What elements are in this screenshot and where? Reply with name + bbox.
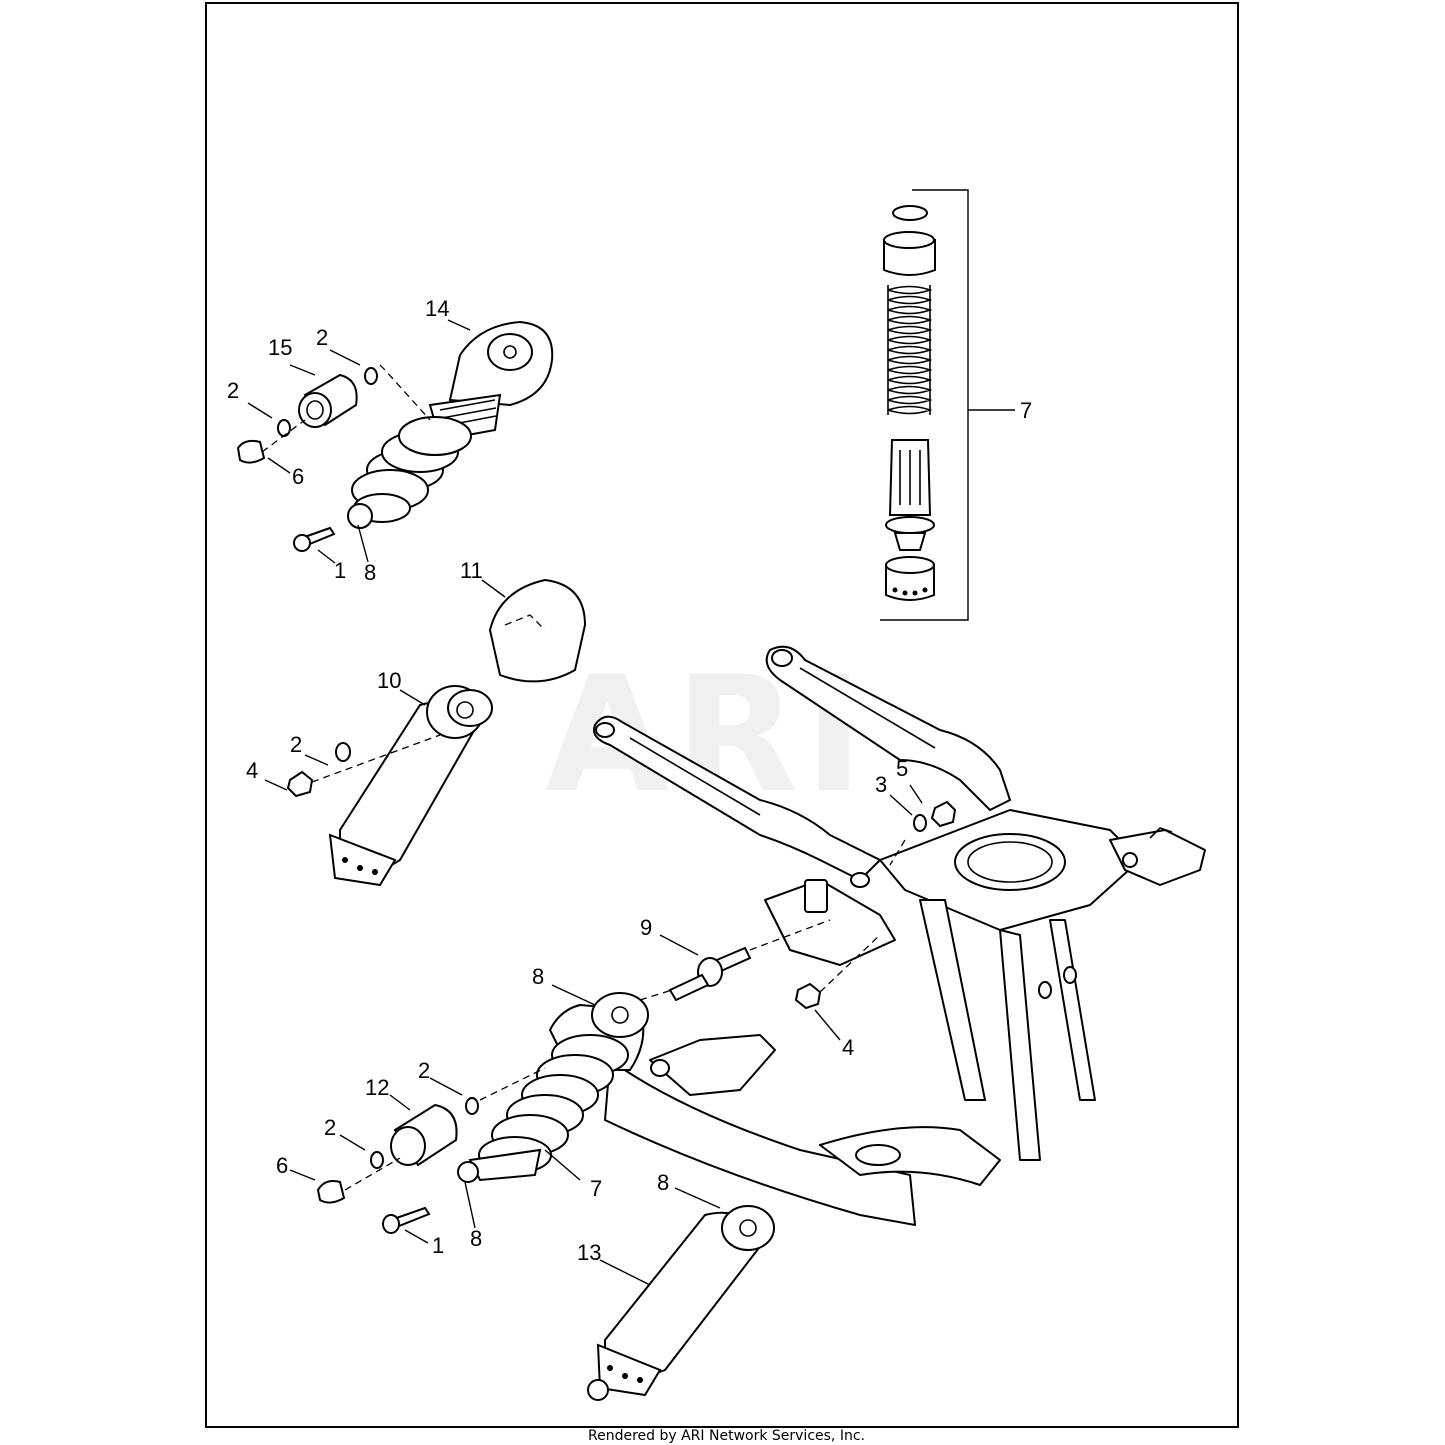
acorn-nut-icon	[316, 1180, 346, 1204]
nut-icon	[794, 982, 822, 1010]
callout-8: 8	[532, 964, 544, 989]
callout-14: 14	[425, 296, 449, 321]
spacer-15	[298, 373, 358, 428]
callout-7: 7	[590, 1176, 602, 1201]
callout-3: 3	[875, 772, 887, 797]
leader-lines	[247, 319, 923, 1286]
callout-labels: 14 15 2 2 6 1 8 11 10 2 4 7 3 5 9 4 8 2 …	[227, 296, 1032, 1265]
callout-2: 2	[290, 732, 302, 757]
callout-4: 4	[246, 758, 258, 783]
callout-11: 11	[460, 558, 483, 583]
callout-13: 13	[577, 1240, 601, 1265]
shock-kit-exploded-7	[883, 205, 936, 601]
callout-8: 8	[470, 1226, 482, 1251]
diagram-border	[205, 2, 1239, 1428]
washer-icon	[913, 814, 927, 832]
callout-6: 6	[292, 464, 304, 489]
shock-absorber-13	[587, 1205, 775, 1401]
shock-absorber-10	[328, 685, 493, 887]
washer-icon	[335, 742, 351, 762]
nut-icon	[286, 770, 314, 798]
callout-1: 1	[432, 1233, 444, 1258]
spring-coils	[887, 285, 933, 415]
callout-8: 8	[657, 1170, 669, 1195]
bolt-head-icon	[293, 534, 311, 552]
callout-5: 5	[896, 756, 908, 781]
washer-icon	[465, 1097, 479, 1115]
callout-2: 2	[316, 325, 328, 350]
callout-4: 4	[842, 1035, 854, 1060]
shock-assembly-7	[457, 992, 649, 1183]
nut-icon	[930, 800, 957, 828]
shock-assembly-14	[347, 320, 554, 529]
callout-8: 8	[364, 560, 376, 585]
callout-12: 12	[365, 1075, 389, 1100]
callout-6: 6	[276, 1153, 288, 1178]
callout-9: 9	[640, 915, 652, 940]
callout-1: 1	[334, 558, 346, 583]
cover-11	[488, 578, 587, 683]
callout-2: 2	[418, 1058, 430, 1083]
callout-2: 2	[227, 378, 239, 403]
washer-icon	[277, 419, 291, 437]
washer-icon	[370, 1151, 384, 1169]
acorn-nut-icon	[236, 439, 266, 464]
kit-bracket	[880, 189, 969, 621]
callout-10: 10	[377, 668, 401, 693]
callout-7: 7	[1020, 398, 1032, 423]
spacer-12	[390, 1103, 458, 1167]
washer-icon	[364, 367, 378, 385]
stud-9	[668, 946, 752, 1002]
footer-credit: Rendered by ARI Network Services, Inc.	[588, 1428, 865, 1444]
callout-2: 2	[324, 1115, 336, 1140]
frame-swingarm	[593, 645, 1206, 1226]
bolt-head-icon	[382, 1214, 400, 1234]
callout-15: 15	[268, 335, 292, 360]
